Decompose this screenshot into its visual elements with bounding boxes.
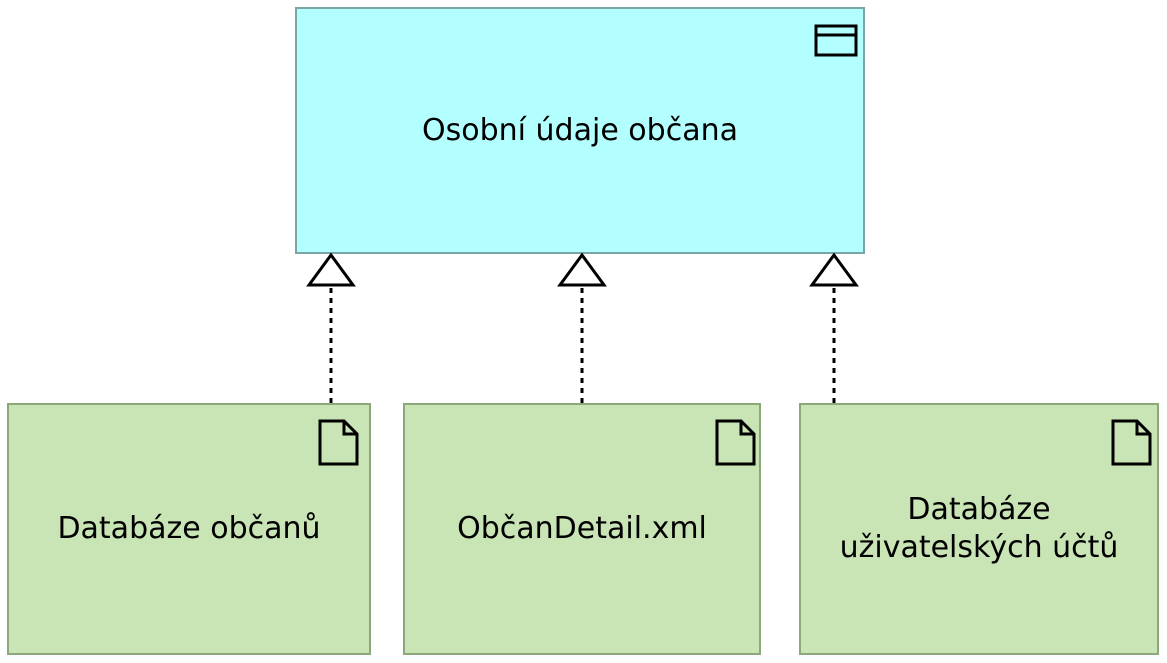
realization-connector[interactable] [306, 252, 356, 403]
artifact-document-icon [1111, 419, 1152, 466]
artifact-label: ObčanDetail.xml [457, 511, 707, 546]
artifact-document-icon [715, 419, 756, 466]
realization-arrowhead [809, 252, 859, 287]
realization-arrowhead [557, 252, 607, 287]
realization-connector[interactable] [809, 252, 859, 403]
artifact-label: Databáze občanů [57, 511, 321, 546]
artifact-node-databaze-uzivatelskych-uctu[interactable]: Databáze uživatelských účtů [799, 403, 1159, 655]
artifact-node-databaze-obcanu[interactable]: Databáze občanů [7, 403, 371, 655]
artifact-document-icon [318, 419, 359, 466]
realization-connector[interactable] [557, 252, 607, 403]
data-object-label: Osobní údaje občana [422, 112, 738, 148]
realization-arrowhead [306, 252, 356, 287]
data-object-icon [814, 24, 858, 57]
artifact-label: Databáze uživatelských účtů [839, 492, 1119, 565]
data-object-node[interactable]: Osobní údaje občana [295, 7, 865, 254]
artifact-node-obcandetail-xml[interactable]: ObčanDetail.xml [403, 403, 761, 655]
